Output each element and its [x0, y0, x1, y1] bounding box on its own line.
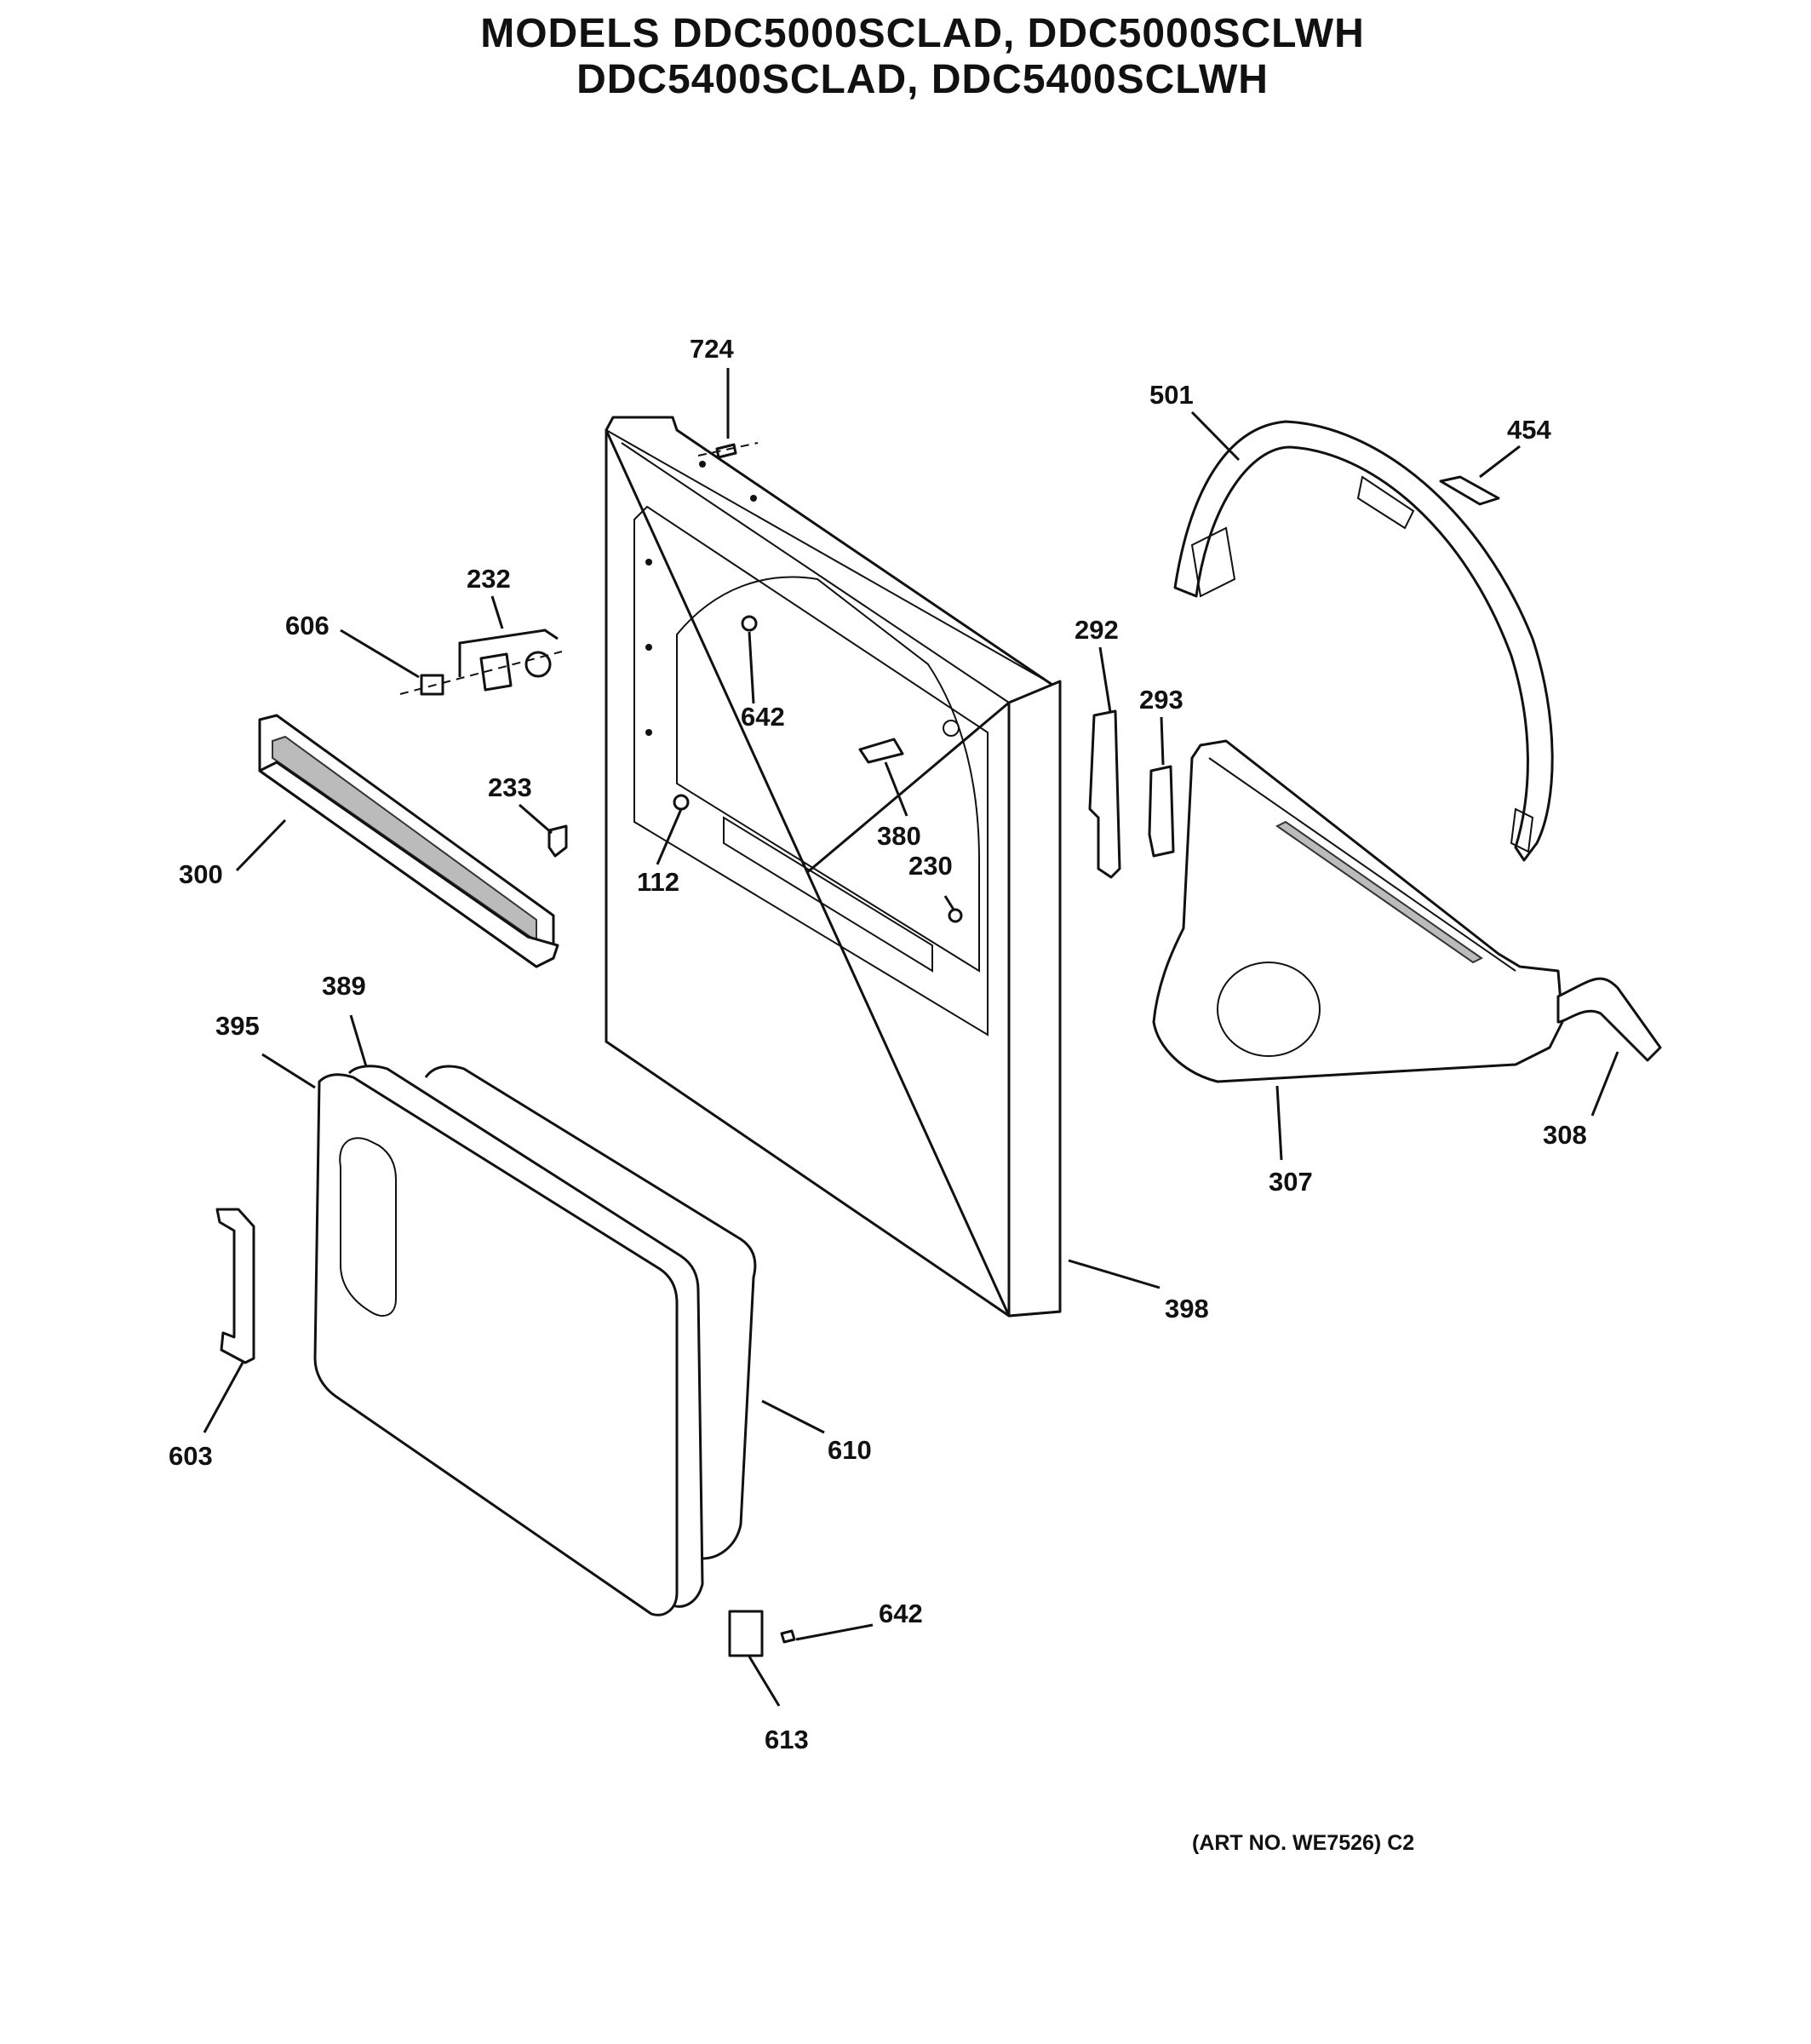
leader-lines [203, 368, 1619, 1707]
screw-inner-part [741, 615, 758, 632]
callout-603: 603 [169, 1441, 213, 1471]
callout-642-hinge: 642 [879, 1599, 923, 1628]
callout-395: 395 [215, 1011, 260, 1041]
callout-398: 398 [1165, 1294, 1209, 1323]
plug-part [673, 794, 690, 811]
lint-filter [258, 714, 559, 968]
callout-613: 613 [765, 1725, 809, 1754]
callout-610: 610 [828, 1435, 872, 1465]
callout-112: 112 [637, 867, 679, 897]
art-number: (ART NO. WE7526) C2 [1192, 1831, 1415, 1855]
callout-454: 454 [1507, 415, 1551, 445]
clip [547, 824, 568, 858]
callout-724: 724 [690, 334, 734, 364]
callout-380: 380 [877, 821, 921, 851]
page-title-line-1: MODELS DDC5000SCLAD, DDC5000SCLWH [480, 11, 1365, 56]
light-socket-part [948, 908, 963, 923]
callout-292: 292 [1075, 615, 1119, 645]
front-panel [605, 416, 1062, 1318]
callout-642: 642 [741, 702, 785, 732]
callout-230: 230 [908, 851, 953, 881]
hinge [728, 1610, 764, 1657]
door-handle [215, 1208, 255, 1364]
callout-232: 232 [467, 564, 511, 594]
switch-assembly [399, 629, 563, 696]
felt-strip [1439, 475, 1500, 506]
door-latch-strike-part [858, 738, 904, 764]
front-bulkhead-ring [1173, 420, 1554, 862]
door-assembly [313, 1073, 679, 1616]
callout-300: 300 [179, 859, 223, 889]
callout-307: 307 [1269, 1167, 1313, 1197]
callout-308: 308 [1543, 1120, 1587, 1150]
bracket-right [1148, 765, 1175, 858]
felt-seal [1556, 977, 1662, 1062]
front-bulkhead [1152, 739, 1564, 1083]
callout-389: 389 [322, 971, 366, 1001]
callout-501: 501 [1149, 380, 1194, 410]
page-title-line-2: DDC5400SCLAD, DDC5400SCLWH [576, 57, 1269, 102]
callout-233: 233 [488, 772, 532, 802]
bracket-left [1088, 709, 1121, 879]
callout-293: 293 [1139, 685, 1183, 715]
screw-hinge-part [780, 1629, 796, 1644]
callout-606: 606 [285, 611, 330, 640]
